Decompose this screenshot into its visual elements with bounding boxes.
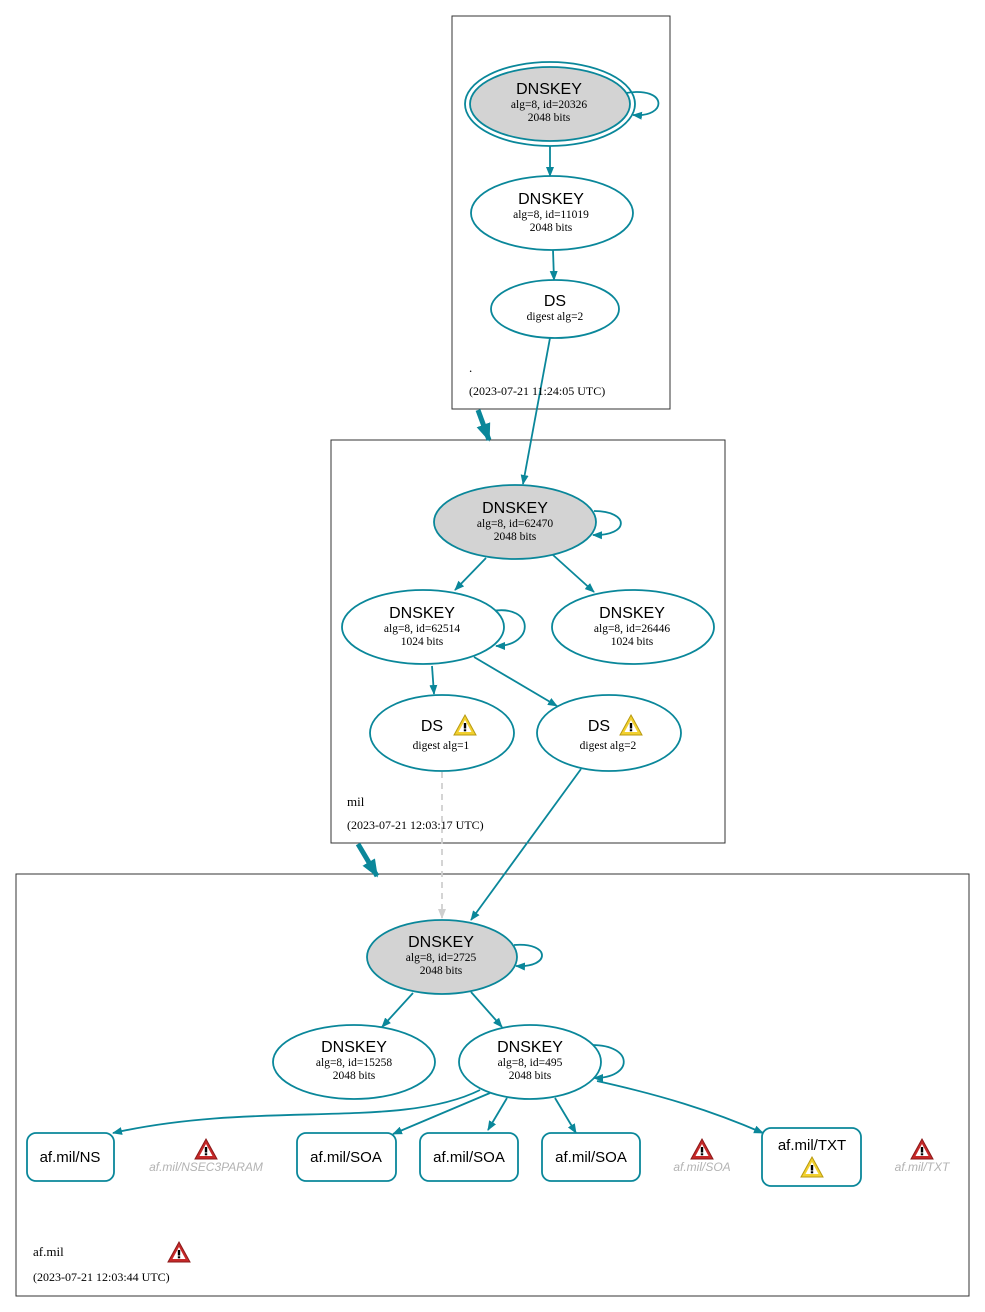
- node-mil-ds1[interactable]: DS digest alg=1: [369, 694, 515, 772]
- rrset-ns[interactable]: af.mil/NS: [26, 1132, 115, 1182]
- node-title: DNSKEY: [518, 191, 584, 208]
- node-mil-ds2[interactable]: DS digest alg=2: [536, 694, 682, 772]
- node-detail: digest alg=2: [580, 740, 637, 752]
- edge-mil-ds2-af-ksk: [470, 768, 582, 921]
- zone-root-box: [451, 15, 671, 410]
- node-detail: alg=8, id=15258: [316, 1057, 392, 1069]
- node-detail: 1024 bits: [401, 636, 444, 648]
- node-detail: 2048 bits: [494, 531, 537, 543]
- node-root-ds[interactable]: DS digest alg=2: [490, 279, 620, 339]
- node-detail: alg=8, id=2725: [406, 952, 477, 964]
- edge-mil-ksk-self: [592, 510, 622, 540]
- node-title: DNSKEY: [497, 1039, 563, 1056]
- edge-af-zsk2-ns: [112, 1089, 481, 1135]
- rrset-label: af.mil/SOA: [673, 1160, 730, 1174]
- rrset-label: af.mil/SOA: [555, 1149, 627, 1166]
- zone-root-name: .: [469, 360, 472, 375]
- node-detail: 2048 bits: [333, 1070, 376, 1082]
- zone-root-timestamp: (2023-07-21 11:24:05 UTC): [469, 384, 605, 398]
- rrset-soa-3[interactable]: af.mil/SOA: [541, 1132, 641, 1182]
- edge-af-zsk2-txt: [596, 1080, 764, 1134]
- node-detail: 2048 bits: [509, 1070, 552, 1082]
- edge-af-ksk-self: [513, 944, 543, 971]
- node-detail: 1024 bits: [611, 636, 654, 648]
- node-detail: digest alg=2: [527, 311, 584, 323]
- node-detail: digest alg=1: [413, 740, 470, 752]
- zone-afmil-name: af.mil: [33, 1244, 64, 1259]
- node-title: DS: [421, 718, 443, 735]
- node-af-zsk1[interactable]: DNSKEY alg=8, id=15258 2048 bits: [272, 1024, 436, 1100]
- delegation-arrow-mil-afmil: [355, 842, 380, 878]
- node-title: DNSKEY: [321, 1039, 387, 1056]
- delegation-arrow-root-mil: [475, 409, 492, 442]
- node-root-ksk[interactable]: DNSKEY alg=8, id=20326 2048 bits: [464, 61, 636, 147]
- edge-mil-zsk1-ds2: [473, 656, 558, 707]
- node-detail: alg=8, id=495: [498, 1057, 563, 1069]
- node-title: DS: [544, 293, 566, 310]
- rrset-label: af.mil/SOA: [433, 1149, 505, 1166]
- edge-af-ksk-zsk2: [470, 991, 503, 1028]
- zone-afmil-timestamp: (2023-07-21 12:03:44 UTC): [33, 1270, 170, 1284]
- edge-mil-zsk1-ds1: [429, 665, 438, 695]
- zone-afmil-box: [15, 873, 970, 1297]
- node-af-zsk2[interactable]: DNSKEY alg=8, id=495 2048 bits: [458, 1024, 602, 1100]
- node-detail: 2048 bits: [528, 112, 571, 124]
- zone-mil-name: mil: [347, 794, 365, 809]
- zone-mil-timestamp: (2023-07-21 12:03:17 UTC): [347, 818, 484, 832]
- node-title: DNSKEY: [408, 934, 474, 951]
- edge-mil-ksk-zsk2: [552, 554, 595, 593]
- edge-root-ksk-self: [625, 91, 660, 120]
- node-af-ksk[interactable]: DNSKEY alg=8, id=2725 2048 bits: [366, 919, 518, 995]
- node-title: DNSKEY: [599, 605, 665, 622]
- edge-af-zsk2-soa1: [392, 1092, 491, 1135]
- node-detail: alg=8, id=11019: [513, 209, 589, 221]
- edge-af-zsk2-soa2: [487, 1097, 508, 1131]
- node-detail: alg=8, id=20326: [511, 99, 587, 111]
- node-mil-zsk1[interactable]: DNSKEY alg=8, id=62514 1024 bits: [341, 589, 505, 665]
- rrset-soa-1[interactable]: af.mil/SOA: [296, 1132, 397, 1182]
- node-title: DNSKEY: [516, 81, 582, 98]
- rrset-label: af.mil/NSEC3PARAM: [149, 1160, 263, 1174]
- rrset-nsec3param-missing[interactable]: af.mil/NSEC3PARAM: [149, 1138, 263, 1174]
- node-mil-ksk[interactable]: DNSKEY alg=8, id=62470 2048 bits: [433, 484, 597, 560]
- edge-root-ds-mil-ksk: [520, 337, 551, 485]
- rrset-label: af.mil/NS: [40, 1149, 101, 1166]
- edge-af-zsk2-self: [591, 1044, 625, 1082]
- rrset-label: af.mil/TXT: [778, 1137, 846, 1154]
- error-triangle-icon: [167, 1241, 191, 1263]
- rrset-soa-2[interactable]: af.mil/SOA: [419, 1132, 519, 1182]
- rrset-soa-missing[interactable]: af.mil/SOA: [673, 1138, 731, 1174]
- node-detail: alg=8, id=26446: [594, 623, 670, 635]
- error-triangle-icon: [194, 1138, 218, 1160]
- rrset-txt-missing[interactable]: af.mil/TXT: [895, 1138, 951, 1174]
- rrset-txt[interactable]: af.mil/TXT: [761, 1127, 862, 1187]
- edge-af-ksk-zsk1: [381, 992, 414, 1028]
- error-triangle-icon: [910, 1138, 934, 1160]
- rrset-label: af.mil/TXT: [895, 1160, 951, 1174]
- error-triangle-icon: [690, 1138, 714, 1160]
- edge-root-zsk-ds: [549, 249, 558, 281]
- node-detail: 2048 bits: [530, 222, 573, 234]
- node-title: DS: [588, 718, 610, 735]
- node-detail: alg=8, id=62514: [384, 623, 460, 635]
- node-title: DNSKEY: [482, 500, 548, 517]
- edge-af-zsk2-soa3: [554, 1097, 577, 1134]
- node-root-zsk[interactable]: DNSKEY alg=8, id=11019 2048 bits: [470, 175, 634, 251]
- node-detail: 2048 bits: [420, 965, 463, 977]
- rrset-label: af.mil/SOA: [310, 1149, 382, 1166]
- edge-mil-zsk1-self: [491, 609, 526, 650]
- edge-mil-ksk-zsk1: [454, 557, 487, 591]
- node-detail: alg=8, id=62470: [477, 518, 553, 530]
- node-title: DNSKEY: [389, 605, 455, 622]
- node-mil-zsk2[interactable]: DNSKEY alg=8, id=26446 1024 bits: [551, 589, 715, 665]
